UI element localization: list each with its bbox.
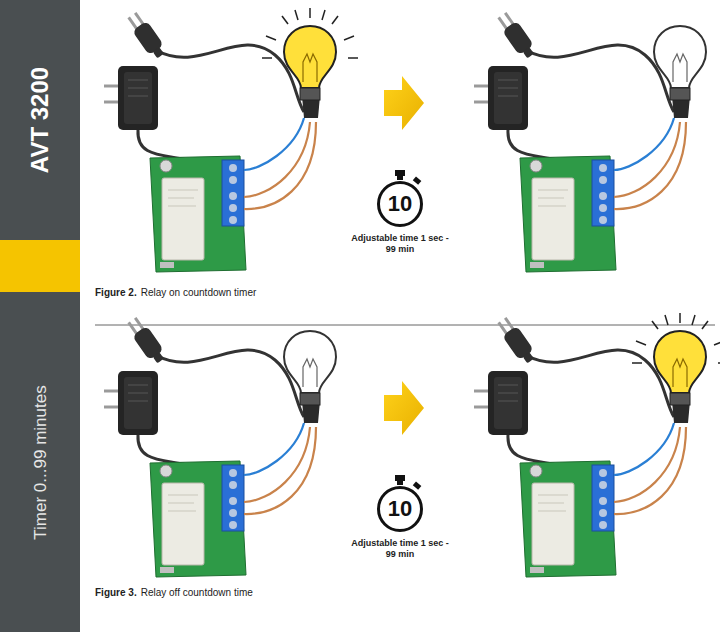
yellow-band xyxy=(0,240,80,292)
stopwatch-dial: 10 xyxy=(377,486,423,532)
yellow-arrow xyxy=(384,381,424,435)
figure-caption: Relay on countdown timer xyxy=(141,287,257,299)
sidebar-panel: AVT 3200 xyxy=(0,0,80,240)
sidebar-panel: Timer 0...99 minutes xyxy=(0,292,80,632)
lamp-off xyxy=(654,26,706,100)
timer-note: Adjustable time 1 sec - 99 min xyxy=(350,538,450,560)
divider-line xyxy=(95,325,715,326)
figure-caption: Relay off countdown time xyxy=(141,587,253,599)
vertical-title: AVT 3200 xyxy=(28,67,52,173)
timer-note: Adjustable time 1 sec - 99 min xyxy=(350,233,450,255)
vertical-title: Timer 0...99 minutes xyxy=(32,385,49,539)
timer-value: 10 xyxy=(388,498,412,520)
lamp-on xyxy=(632,313,720,405)
stopwatch-dial: 10 xyxy=(377,181,423,227)
figure-number: Figure 2. xyxy=(95,287,137,299)
yellow-arrow xyxy=(384,76,424,130)
timer-value: 10 xyxy=(388,193,412,215)
lamp-on xyxy=(262,8,358,100)
lamp-off xyxy=(284,331,336,405)
figure-number: Figure 3. xyxy=(95,587,137,599)
